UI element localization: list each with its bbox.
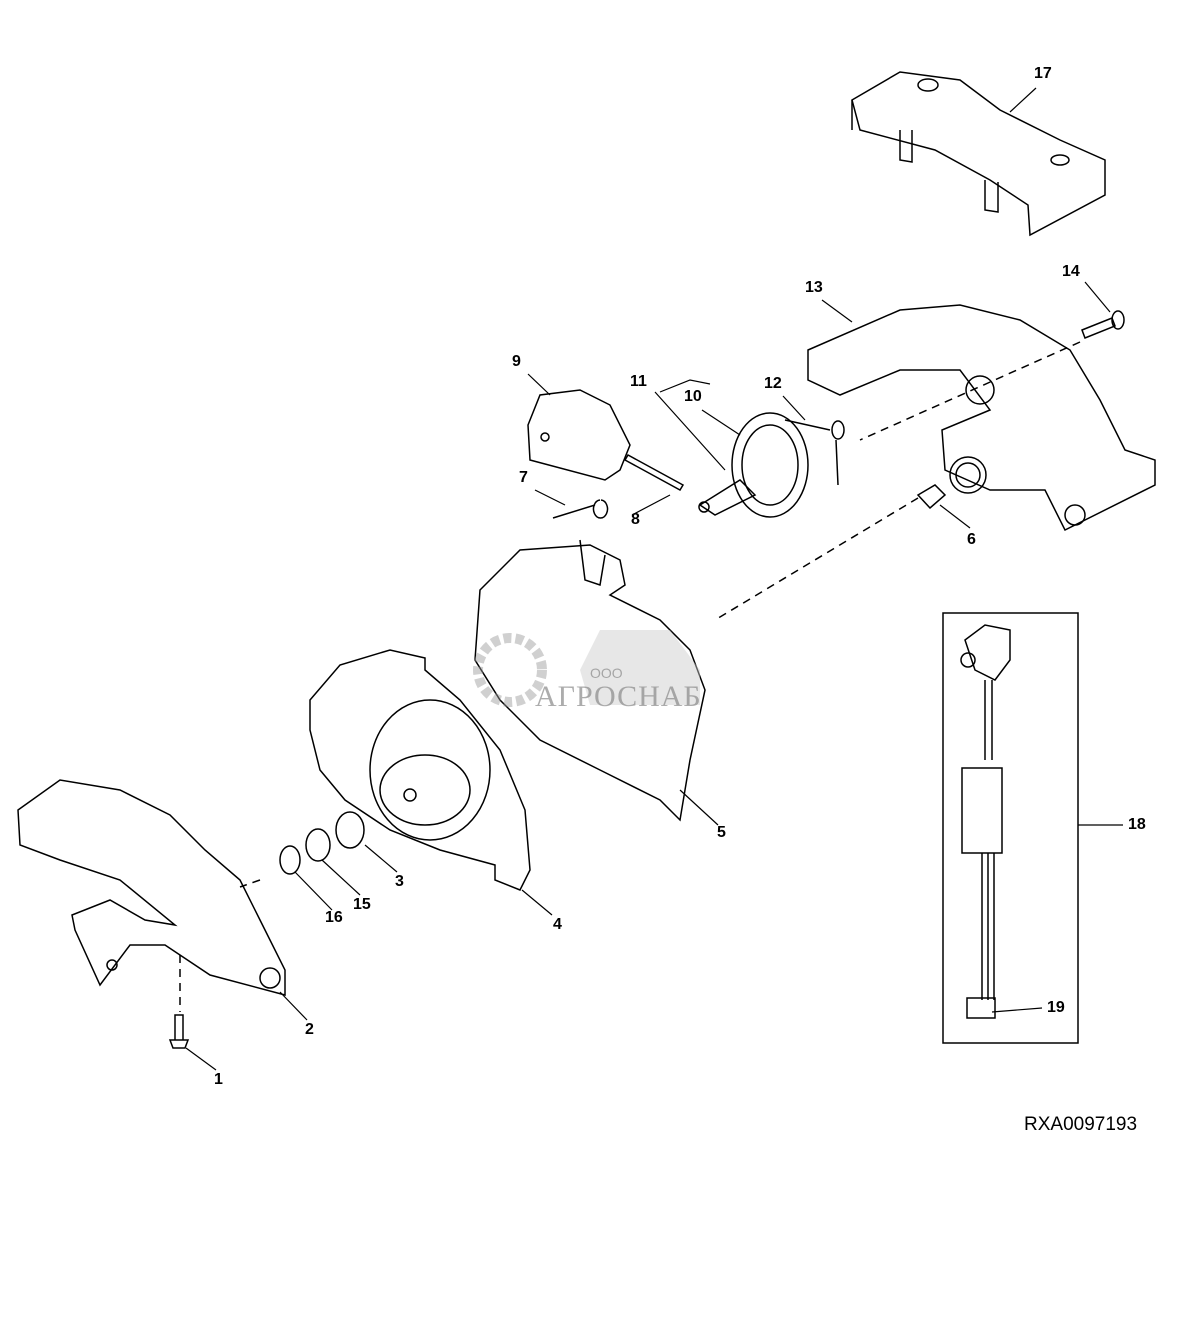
watermark-logo — [470, 610, 720, 720]
part-12-spring — [784, 419, 845, 486]
drawing-reference-code: RXA0097193 — [1024, 1114, 1138, 1135]
part-6-bushing — [916, 484, 947, 510]
callout-15: 15 — [353, 896, 371, 913]
watermark-name: АГРОСНАБ — [535, 680, 702, 713]
part-16-clip — [279, 845, 301, 875]
callout-8: 8 — [631, 511, 640, 528]
part-5-shroud — [474, 539, 706, 822]
callout-14: 14 — [1062, 263, 1080, 280]
callout-10: 10 — [684, 388, 702, 405]
watermark-prefix: ООО — [590, 665, 623, 681]
part-7-spring — [552, 499, 609, 519]
callout-12: 12 — [764, 375, 782, 392]
callout-19: 19 — [1047, 999, 1065, 1016]
part-18-harness-inset — [942, 612, 1079, 1044]
callout-3: 3 — [395, 873, 404, 890]
callout-13: 13 — [805, 279, 823, 296]
part-8-pin — [623, 453, 685, 492]
part-2-base — [17, 779, 286, 996]
leader-lines — [185, 87, 1123, 1071]
callout-7: 7 — [519, 469, 528, 486]
part-13-housing — [807, 304, 1156, 532]
part-10-gear — [698, 412, 809, 518]
callout-1: 1 — [214, 1071, 223, 1088]
callout-18: 18 — [1128, 816, 1146, 833]
callout-11: 11 — [630, 373, 647, 390]
part-9-cover — [527, 389, 631, 481]
part-17-bracket — [851, 71, 1106, 237]
part-15-washer — [305, 828, 331, 862]
callout-16: 16 — [325, 909, 343, 926]
part-1-screw — [168, 1014, 190, 1049]
part-4-cover — [309, 649, 531, 891]
part-3-spring — [335, 811, 365, 849]
callout-17: 17 — [1034, 65, 1052, 82]
callout-9: 9 — [512, 353, 521, 370]
callout-4: 4 — [553, 916, 562, 933]
callout-5: 5 — [717, 824, 726, 841]
callout-2: 2 — [305, 1021, 314, 1038]
callout-6: 6 — [967, 531, 976, 548]
assembly-alignment-lines — [179, 341, 1081, 1012]
part-14-screw — [1081, 310, 1125, 339]
